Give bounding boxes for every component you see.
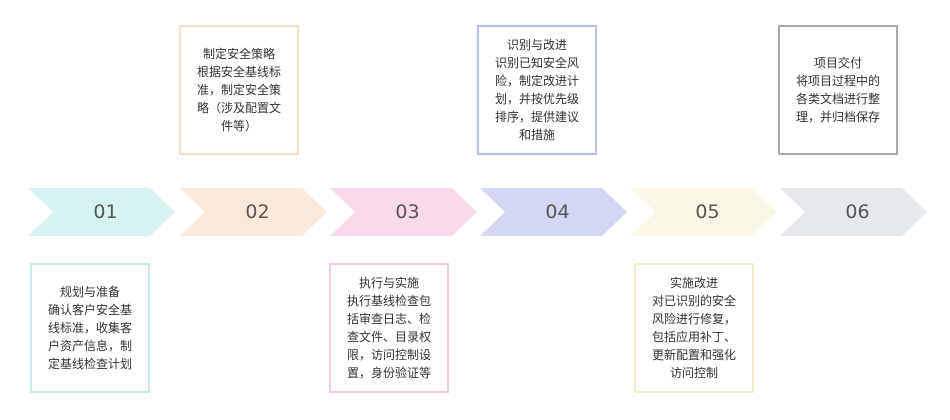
step-text-line: 更新配置和强化 (651, 348, 736, 362)
step-number: 05 (695, 201, 720, 223)
step-arrow-04: 04 (480, 188, 627, 236)
step-text-line: 风险进行修复， (651, 312, 736, 326)
step-text-line: 户资产信息，制 (47, 339, 132, 353)
step-title: 识别与改进 (506, 38, 567, 52)
step-text-line: 识别已知安全风 (494, 56, 579, 70)
step-description-box-02: 制定安全策略根据安全基线标准，制定安全策略（涉及配置文件等） (179, 25, 299, 155)
step-description-box-03: 执行与实施执行基线检查包括审查日志、检查文件、目录权限，访问控制设置，身份验证等 (329, 263, 449, 393)
step-text-line: 确认客户安全基 (47, 303, 132, 317)
step-description-box-06: 项目交付将项目过程中的各类文档进行整理，并归档保存 (778, 25, 898, 155)
step-text-line: 理，并归档保存 (795, 110, 880, 124)
step-arrow-05: 05 (630, 188, 777, 236)
step-arrow-06: 06 (780, 188, 927, 236)
step-text-line: 线标准，收集客 (47, 321, 132, 335)
step-number: 04 (545, 201, 570, 223)
step-title: 制定安全策略 (202, 47, 275, 61)
step-arrow-01: 01 (28, 188, 175, 236)
step-text-line: 根据安全基线标 (196, 65, 281, 79)
step-text-line: 和措施 (518, 128, 555, 142)
step-text-line: 查文件、目录权 (346, 330, 431, 344)
step-title: 实施改进 (669, 276, 718, 290)
step-text-line: 执行基线检查包 (346, 294, 431, 308)
step-text-line: 各类文档进行整 (795, 92, 880, 106)
step-text-line: 略（涉及配置文 (196, 101, 281, 115)
step-text-line: 险，制定改进计 (494, 74, 579, 88)
step-arrow-03: 03 (330, 188, 477, 236)
step-title: 项目交付 (813, 56, 862, 70)
step-text-line: 括审查日志、检 (346, 312, 431, 326)
step-text-line: 将项目过程中的 (795, 74, 880, 88)
step-text-line: 排序，提供建议 (494, 110, 579, 124)
step-number: 06 (845, 201, 870, 223)
step-text-line: 准，制定安全策 (196, 83, 281, 97)
step-text-line: 件等） (220, 119, 257, 133)
step-text-line: 对已识别的安全 (651, 294, 736, 308)
step-description-box-05: 实施改进对已识别的安全风险进行修复， 包括应用补丁、更新配置和强化访问控制 (634, 263, 754, 393)
step-title: 规划与准备 (59, 285, 120, 299)
step-number: 03 (395, 201, 420, 223)
step-number: 02 (245, 201, 270, 223)
step-text-line: 限，访问控制设 (346, 348, 431, 362)
step-text-line: 定基线检查计划 (47, 357, 132, 371)
step-description-box-04: 识别与改进识别已知安全风险，制定改进计划，并按优先级排序，提供建议和措施 (477, 25, 597, 155)
step-text-line: 包括应用补丁、 (651, 330, 736, 344)
step-number: 01 (93, 201, 118, 223)
step-text-line: 划，并按优先级 (494, 92, 579, 106)
step-arrow-02: 02 (180, 188, 327, 236)
step-text-line: 访问控制 (669, 366, 718, 380)
step-text-line: 置，身份验证等 (346, 366, 431, 380)
step-title: 执行与实施 (358, 276, 419, 290)
step-description-box-01: 规划与准备确认客户安全基线标准，收集客户资产信息，制定基线检查计划 (30, 263, 150, 393)
